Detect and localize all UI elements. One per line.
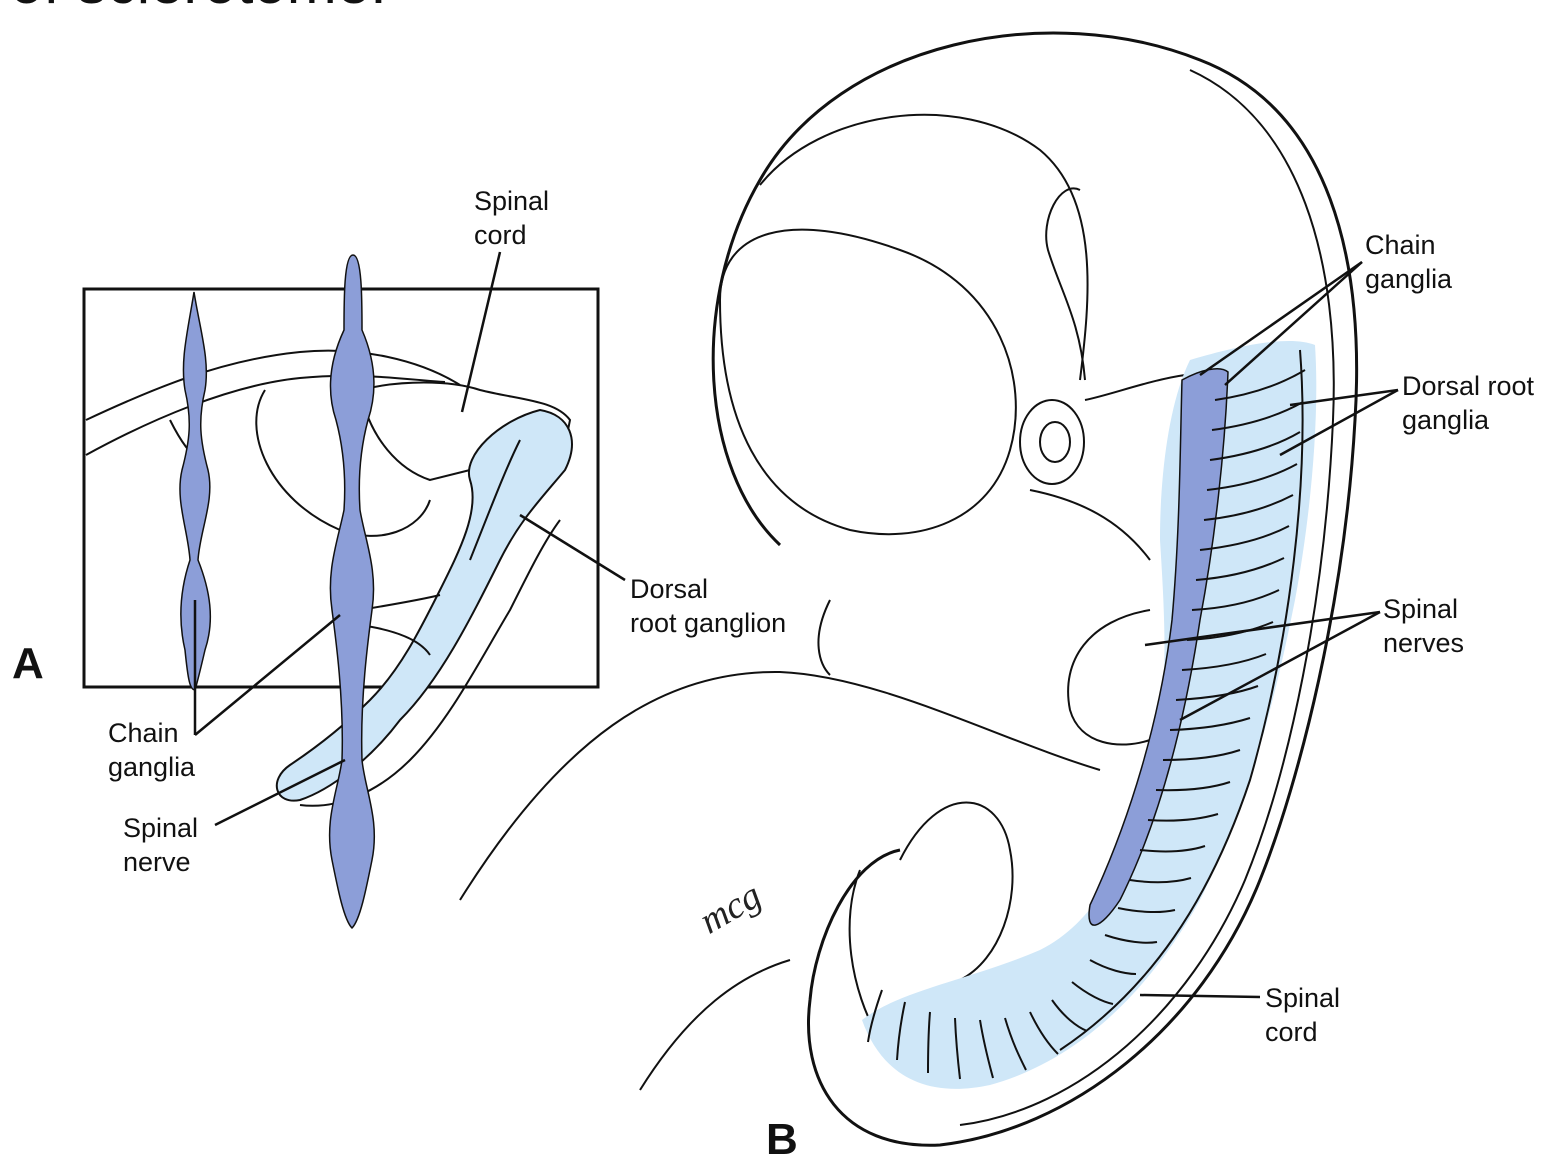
label-spinal-nerves-b: Spinal nerves <box>1383 592 1464 660</box>
label-spinal-nerve-a: Spinal nerve <box>123 811 198 879</box>
label-chain-ganglia-b: Chain ganglia <box>1365 228 1452 296</box>
label-dorsal-root-ganglia-b: Dorsal root ganglia <box>1402 369 1534 437</box>
label-spinal-cord-a: Spinal cord <box>474 184 549 252</box>
label-dorsal-root-ganglion-a: Dorsal root ganglion <box>630 572 786 640</box>
panel-b-drawing <box>460 33 1398 1145</box>
label-spinal-cord-b: Spinal cord <box>1265 981 1340 1049</box>
label-chain-ganglia-a: Chain ganglia <box>108 716 195 784</box>
panel-a-letter: A <box>12 642 44 686</box>
chain-ganglia-column-right <box>330 255 375 928</box>
panel-b-letter: B <box>766 1118 798 1162</box>
